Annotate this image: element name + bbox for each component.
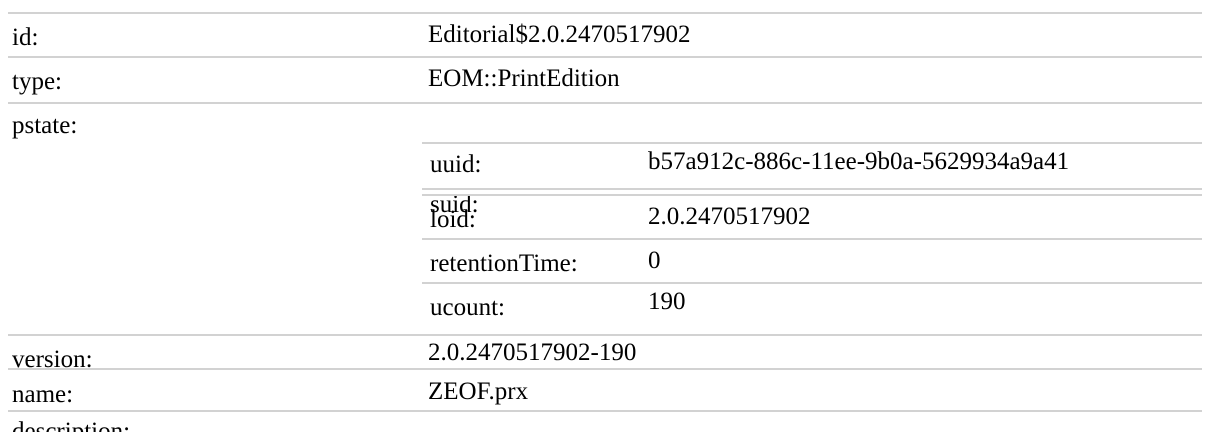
pstate-key-loid: loid: [430,206,476,233]
pstate-row-ucount: ucount: 190 [422,282,1202,328]
row-key-description: description: [12,418,131,432]
pstate-row-uuid: uuid: b57a912c-886c-11ee-9b0a-5629934a9a… [422,142,1202,184]
row-key-pstate: pstate: [12,112,78,139]
pstate-key-ucount: ucount: [430,294,505,321]
row-key-type: type: [12,68,62,95]
pstate-value-retentiontime: 0 [648,247,661,274]
row-value-version: 2.0.2470517902-190 [428,339,637,366]
table-row-version: version: 2.0.2470517902-190 [8,334,1202,374]
row-key-id: id: [12,24,39,51]
row-value-name: ZEOF.prx [428,378,529,405]
table-row-type: type: EOM::PrintEdition [8,56,1202,98]
pstate-row-retentiontime: retentionTime: 0 [422,238,1202,280]
table-row-description: description: [8,410,1202,432]
pstate-key-uuid: uuid: [430,151,482,178]
pstate-key-retentiontime: retentionTime: [430,250,578,277]
pstate-value-uuid: b57a912c-886c-11ee-9b0a-5629934a9a41 [648,148,1070,175]
pstate-value-loid: 2.0.2470517902 [648,203,811,230]
row-key-name: name: [12,381,74,408]
table-row-id: id: Editorial$2.0.2470517902 [8,12,1202,54]
table-row-pstate: pstate: [8,102,1202,336]
pstate-value-ucount: 190 [648,288,686,315]
table-row-name: name: ZEOF.prx [8,368,1202,410]
pstate-row-loid: loid: 2.0.2470517902 [422,194,1202,236]
row-value-type: EOM::PrintEdition [428,65,620,92]
row-value-id: Editorial$2.0.2470517902 [428,21,691,48]
